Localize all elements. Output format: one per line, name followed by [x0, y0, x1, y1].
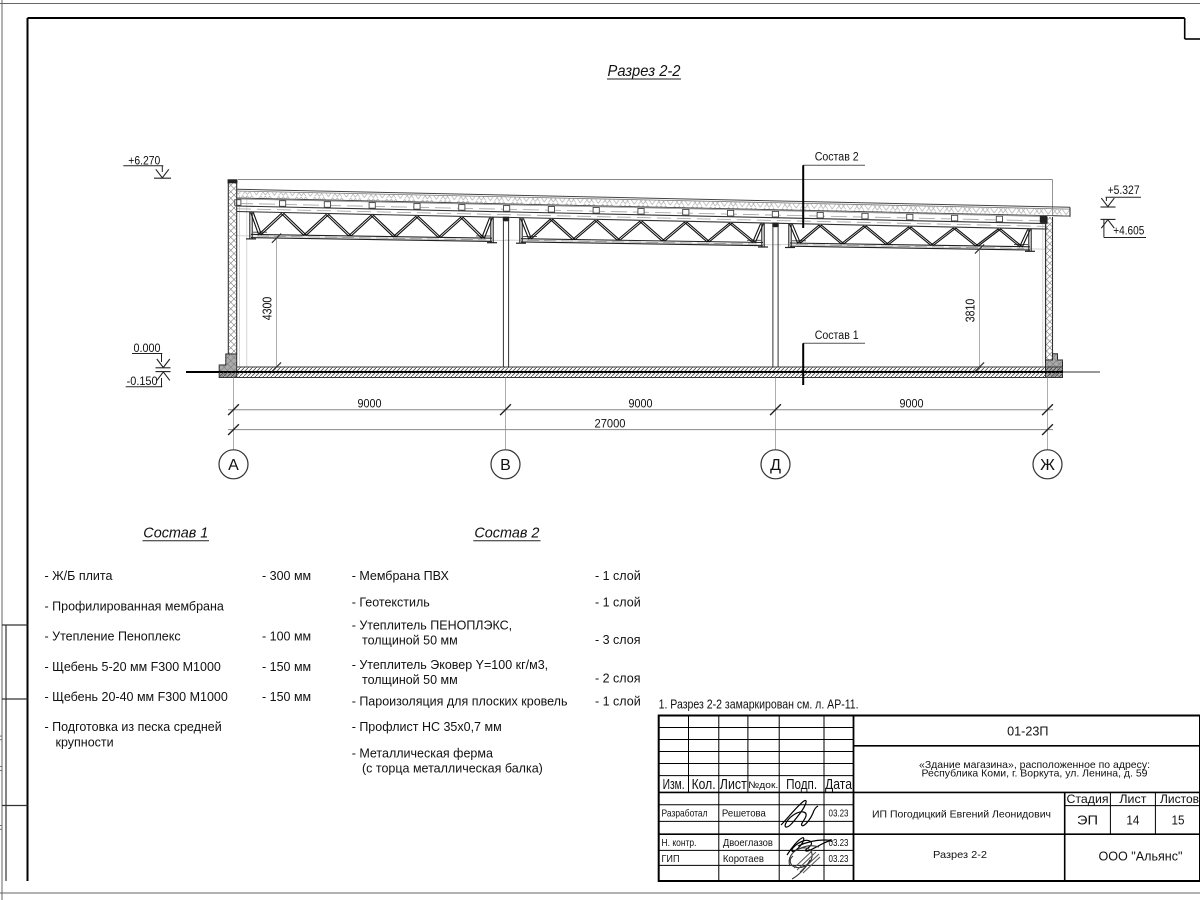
- svg-text:0.000: 0.000: [134, 341, 161, 355]
- svg-text:Разрез 2-2: Разрез 2-2: [608, 63, 681, 80]
- svg-text:Д: Д: [770, 457, 781, 474]
- svg-text:15: 15: [1172, 813, 1185, 828]
- svg-text:3810: 3810: [964, 299, 978, 323]
- svg-text:Разрез 2-2: Разрез 2-2: [933, 849, 987, 861]
- svg-text:Двоеглазов: Двоеглазов: [723, 837, 773, 849]
- svg-text:Состав 2: Состав 2: [474, 525, 540, 542]
- svg-text:Кол.: Кол.: [692, 777, 716, 793]
- svg-text:- Утеплитель Эковер Y=100 кг/м: - Утеплитель Эковер Y=100 кг/м3,: [352, 658, 548, 672]
- svg-text:Стадия: Стадия: [1067, 792, 1109, 806]
- svg-text:ГИП: ГИП: [662, 853, 680, 865]
- svg-text:03.23: 03.23: [829, 853, 849, 865]
- svg-text:- 300 мм: - 300 мм: [262, 569, 311, 583]
- svg-text:- Пароизоляция для плоских кро: - Пароизоляция для плоских кровель: [352, 695, 568, 709]
- svg-text:Подп.: Подп.: [786, 777, 817, 793]
- svg-text:1. Разрез 2-2 замаркирован см.: 1. Разрез 2-2 замаркирован см. л. АР-11.: [659, 696, 859, 711]
- svg-text:А: А: [228, 457, 239, 474]
- svg-text:Инв. № подл.: Инв. № подл.: [0, 818, 2, 868]
- svg-text:крупности: крупности: [56, 736, 114, 750]
- svg-text:- Ж/Б плита: - Ж/Б плита: [45, 569, 113, 583]
- svg-text:№док.: №док.: [748, 780, 778, 791]
- svg-text:ООО "Альянс": ООО "Альянс": [1099, 850, 1183, 864]
- svg-text:(с торца металлическая балка): (с торца металлическая балка): [362, 762, 543, 776]
- svg-text:Ж: Ж: [1040, 457, 1055, 474]
- svg-text:- 100 мм: - 100 мм: [262, 630, 311, 644]
- svg-text:Решетова: Решетова: [722, 808, 766, 820]
- svg-text:- Подготовка из песка средней: - Подготовка из песка средней: [45, 720, 222, 734]
- svg-text:- 150 мм: - 150 мм: [262, 660, 311, 674]
- svg-text:Подпись и дата: Подпись и дата: [0, 723, 2, 781]
- svg-text:- 1 слой: - 1 слой: [595, 569, 641, 583]
- svg-text:Изм.: Изм.: [663, 777, 685, 793]
- svg-text:4300: 4300: [261, 297, 275, 321]
- svg-text:Коротаев: Коротаев: [723, 853, 764, 865]
- svg-text:Состав 1: Состав 1: [815, 330, 859, 342]
- svg-text:- Щебень 5-20 мм F300 М1000: - Щебень 5-20 мм F300 М1000: [45, 660, 221, 674]
- svg-text:Лист: Лист: [1119, 792, 1147, 806]
- svg-text:«Здание магазина», расположенн: «Здание магазина», расположенное по адре…: [919, 759, 1150, 771]
- svg-text:+4.605: +4.605: [1113, 224, 1144, 238]
- svg-text:- Металлическая ферма: - Металлическая ферма: [352, 747, 493, 761]
- svg-text:ЭП: ЭП: [1077, 813, 1098, 828]
- svg-text:- Профилированная мембрана: - Профилированная мембрана: [45, 600, 224, 614]
- svg-text:Н. контр.: Н. контр.: [662, 838, 697, 849]
- svg-text:03.23: 03.23: [829, 808, 849, 820]
- svg-text:-0.150: -0.150: [127, 374, 158, 388]
- svg-text:толщиной 50 мм: толщиной 50 мм: [362, 634, 458, 648]
- svg-text:+5.327: +5.327: [1108, 183, 1140, 197]
- svg-text:Республика Коми, г. Воркута, у: Республика Коми, г. Воркута, ул. Ленина,…: [922, 767, 1148, 779]
- svg-text:- 150 мм: - 150 мм: [262, 690, 311, 704]
- svg-text:Состав 1: Состав 1: [143, 525, 208, 542]
- svg-text:- 1 слой: - 1 слой: [595, 695, 641, 709]
- svg-text:01-23П: 01-23П: [1007, 725, 1048, 739]
- svg-text:Состав 2: Состав 2: [815, 152, 859, 164]
- svg-text:- Утепление Пеноплекс: - Утепление Пеноплекс: [45, 630, 181, 644]
- svg-text:В: В: [500, 457, 511, 474]
- svg-text:9000: 9000: [358, 398, 382, 410]
- svg-text:9000: 9000: [629, 398, 653, 410]
- svg-text:ИП Погодицкий Евгений Леонидов: ИП Погодицкий Евгений Леонидович: [872, 808, 1051, 820]
- svg-text:Дата: Дата: [825, 777, 853, 793]
- svg-text:- Геотекстиль: - Геотекстиль: [352, 596, 430, 610]
- svg-text:+6.270: +6.270: [128, 153, 160, 167]
- svg-text:- Щебень 20-40 мм F300 М1000: - Щебень 20-40 мм F300 М1000: [45, 690, 228, 704]
- svg-text:Разработал: Разработал: [662, 808, 708, 820]
- svg-text:9000: 9000: [900, 398, 924, 410]
- svg-text:27000: 27000: [595, 418, 626, 430]
- svg-text:03.23: 03.23: [829, 837, 849, 849]
- svg-text:- Профлист НС 35х0,7 мм: - Профлист НС 35х0,7 мм: [352, 720, 502, 734]
- svg-text:- Мембрана ПВХ: - Мембрана ПВХ: [352, 569, 450, 583]
- svg-text:14: 14: [1126, 813, 1139, 828]
- svg-text:толщиной 50 мм: толщиной 50 мм: [362, 673, 458, 687]
- svg-text:- 3 слоя: - 3 слоя: [595, 633, 640, 647]
- svg-text:- 2 слоя: - 2 слоя: [595, 672, 640, 686]
- svg-text:Листов: Листов: [1160, 792, 1199, 806]
- svg-text:Лист: Лист: [720, 777, 747, 793]
- svg-text:Взам. инв. №: Взам. инв. №: [0, 637, 2, 687]
- svg-text:- 1 слой: - 1 слой: [595, 596, 641, 610]
- svg-text:- Утеплитель ПЕНОПЛЭКС,: - Утеплитель ПЕНОПЛЭКС,: [352, 619, 512, 633]
